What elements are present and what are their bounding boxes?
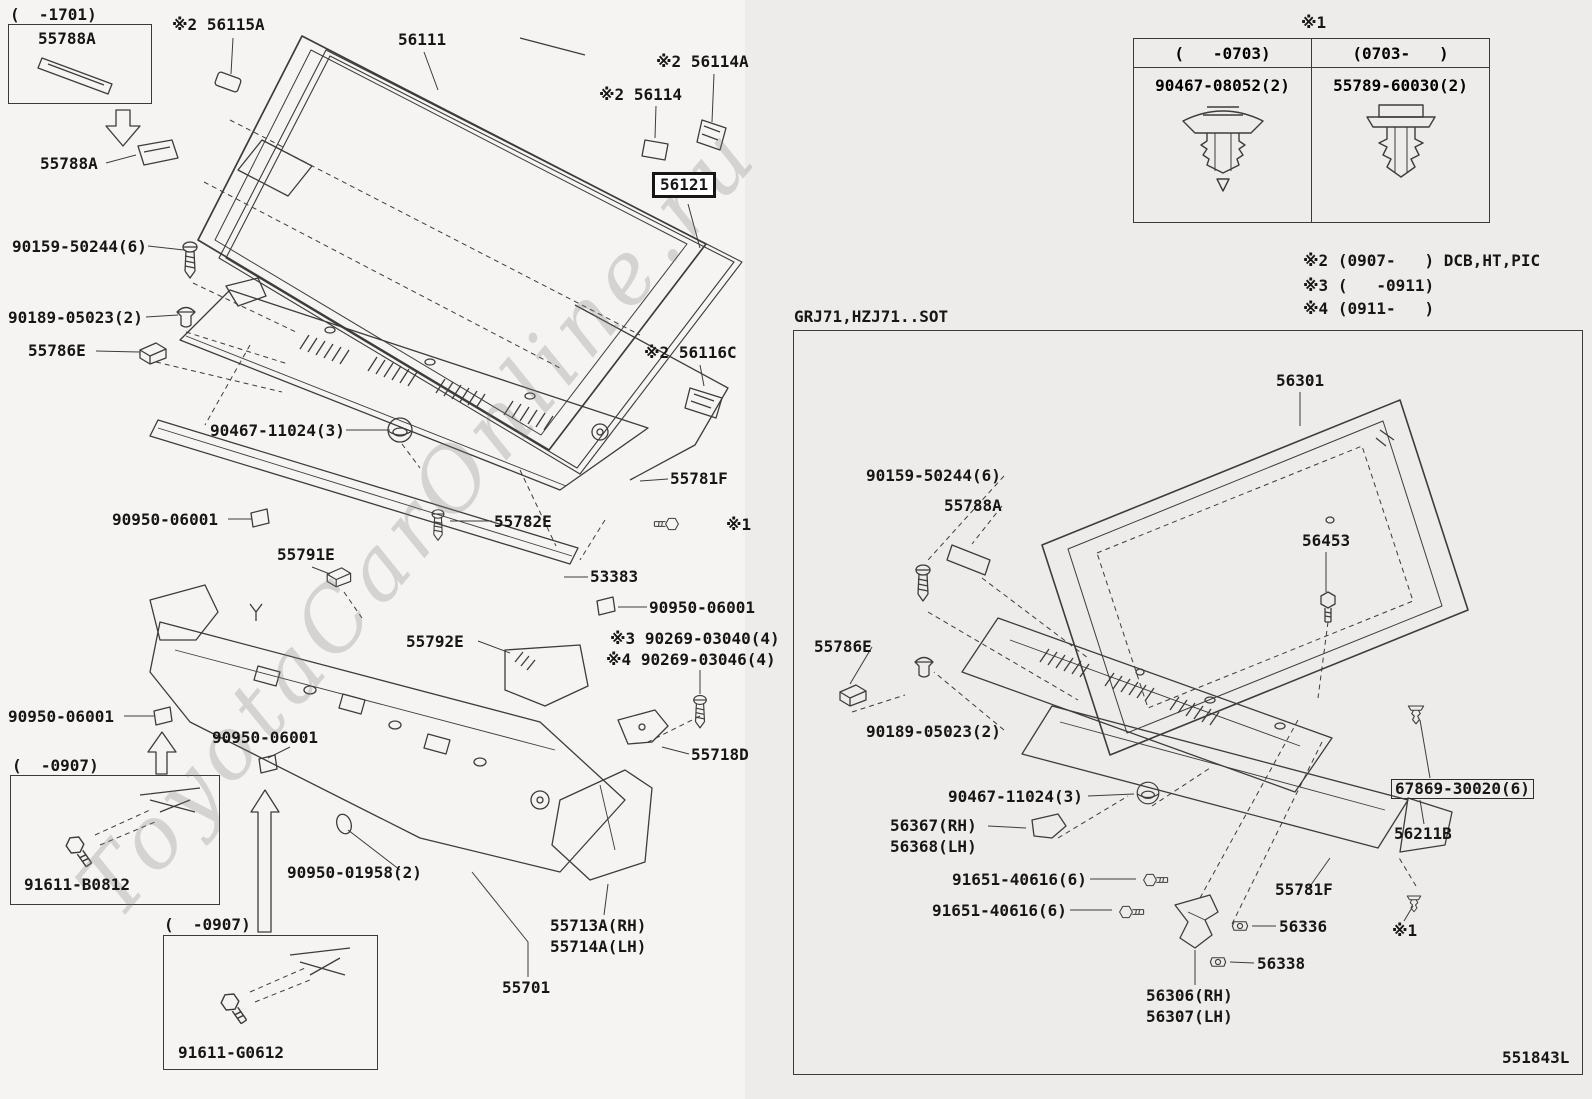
part-label-55782e[interactable]: 55782E xyxy=(494,512,552,531)
part-label-56301[interactable]: 56301 xyxy=(1276,371,1325,390)
part-label-90467-11024[interactable]: 90467-11024(3) xyxy=(210,421,345,440)
variant-period-late: (0703- ) xyxy=(1312,39,1489,68)
part-label-55718d[interactable]: 55718D xyxy=(691,745,749,764)
variant-table: ( -0703) 90467-08052(2) (0703- ) 55789-6… xyxy=(1133,38,1490,223)
part-label-90159-50244-sub[interactable]: 90159-50244(6) xyxy=(866,466,1001,485)
part-label-90467-11024-sub[interactable]: 90467-11024(3) xyxy=(948,787,1083,806)
footnote-note-3: ※3 ( -0911) xyxy=(1303,276,1435,295)
part-label-55788a[interactable]: 55788A xyxy=(40,154,98,173)
part-label-56211b[interactable]: 56211B xyxy=(1394,824,1452,843)
part-label-55713a[interactable]: 55713A(RH) xyxy=(550,916,647,935)
part-label-55791e[interactable]: 55791E xyxy=(277,545,335,564)
part-label-91651-40616-b[interactable]: 91651-40616(6) xyxy=(932,901,1067,920)
part-label-56306[interactable]: 56306(RH) xyxy=(1146,986,1233,1005)
part-label-90950-06001-d[interactable]: 90950-06001 xyxy=(212,728,318,747)
part-label-90159-50244[interactable]: 90159-50244(6) xyxy=(12,237,147,256)
clip-illustration-early xyxy=(1181,106,1264,192)
part-label-56307[interactable]: 56307(LH) xyxy=(1146,1007,1233,1026)
part-label-90189-05023-sub[interactable]: 90189-05023(2) xyxy=(866,722,1001,741)
sub-diagram-box xyxy=(793,330,1583,1075)
footnote-note-2: ※2 (0907- ) DCB,HT,PIC xyxy=(1303,251,1541,270)
part-label-90269-03040[interactable]: ※3 90269-03040(4) xyxy=(610,629,780,648)
part-label-53383[interactable]: 53383 xyxy=(590,567,639,586)
variant-col-late: (0703- ) 55789-60030(2) xyxy=(1311,39,1489,222)
part-label-56368[interactable]: 56368(LH) xyxy=(890,837,977,856)
part-label-56111[interactable]: 56111 xyxy=(398,30,447,49)
inset-caption-strip: ( -1701) xyxy=(10,5,97,24)
part-label-55781f[interactable]: 55781F xyxy=(670,469,728,488)
part-label-56336[interactable]: 56336 xyxy=(1279,917,1328,936)
part-label-67869-30020[interactable]: 67869-30020(6) xyxy=(1391,779,1534,800)
variant-period-early: ( -0703) xyxy=(1134,39,1311,68)
part-label-56115a[interactable]: ※2 56115A xyxy=(172,15,265,34)
variant-col-early: ( -0703) 90467-08052(2) xyxy=(1134,39,1311,222)
part-label-56338[interactable]: 56338 xyxy=(1257,954,1306,973)
part-label-55701[interactable]: 55701 xyxy=(502,978,551,997)
part-label-55788a-inset[interactable]: 55788A xyxy=(38,29,96,48)
part-label-90950-06001-a[interactable]: 90950-06001 xyxy=(112,510,218,529)
part-label-56116c[interactable]: ※2 56116C xyxy=(644,343,737,362)
part-label-56453[interactable]: 56453 xyxy=(1302,531,1351,550)
footnote-note-4: ※4 (0911- ) xyxy=(1303,299,1435,318)
part-label-55788a-sub[interactable]: 55788A xyxy=(944,496,1002,515)
part-label-91611-g0612[interactable]: 91611-G0612 xyxy=(178,1043,284,1062)
footnote-ref-1-left: ※1 xyxy=(726,515,752,534)
inset-box-strip xyxy=(8,24,152,104)
sub-diagram-title: GRJ71,HZJ71..SOT xyxy=(794,307,949,326)
part-label-55786e-sub[interactable]: 55786E xyxy=(814,637,872,656)
footnote-ref-1-sub: ※1 xyxy=(1392,921,1418,940)
inset-caption-bolt2: ( -0907) xyxy=(164,915,251,934)
part-label-56114a[interactable]: ※2 56114A xyxy=(656,52,749,71)
clip-illustration-late xyxy=(1365,104,1436,178)
part-label-55792e[interactable]: 55792E xyxy=(406,632,464,651)
part-label-56367[interactable]: 56367(RH) xyxy=(890,816,977,835)
part-label-91611-b0812[interactable]: 91611-B0812 xyxy=(24,875,130,894)
inset-caption-bolt1: ( -0907) xyxy=(12,756,99,775)
part-label-55789-60030[interactable]: 55789-60030(2) xyxy=(1333,76,1468,95)
part-label-91651-40616-a[interactable]: 91651-40616(6) xyxy=(952,870,1087,889)
part-label-90950-01958[interactable]: 90950-01958(2) xyxy=(287,863,422,882)
part-label-90950-06001-c[interactable]: 90950-06001 xyxy=(8,707,114,726)
inset-box-bolt2 xyxy=(163,935,378,1070)
part-label-90269-03046[interactable]: ※4 90269-03046(4) xyxy=(606,650,776,669)
part-label-90467-08052[interactable]: 90467-08052(2) xyxy=(1155,76,1290,95)
footnote-ref-1-table: ※1 xyxy=(1301,13,1327,32)
part-label-56121-selected[interactable]: 56121 xyxy=(652,172,717,199)
part-label-55786e[interactable]: 55786E xyxy=(28,341,86,360)
part-label-90950-06001-b[interactable]: 90950-06001 xyxy=(649,598,755,617)
part-label-56114[interactable]: ※2 56114 xyxy=(599,85,682,104)
part-label-55781f-sub[interactable]: 55781F xyxy=(1275,880,1333,899)
diagram-code: 551843L xyxy=(1502,1048,1570,1067)
part-label-55714a[interactable]: 55714A(LH) xyxy=(550,937,647,956)
part-label-90189-05023[interactable]: 90189-05023(2) xyxy=(8,308,143,327)
